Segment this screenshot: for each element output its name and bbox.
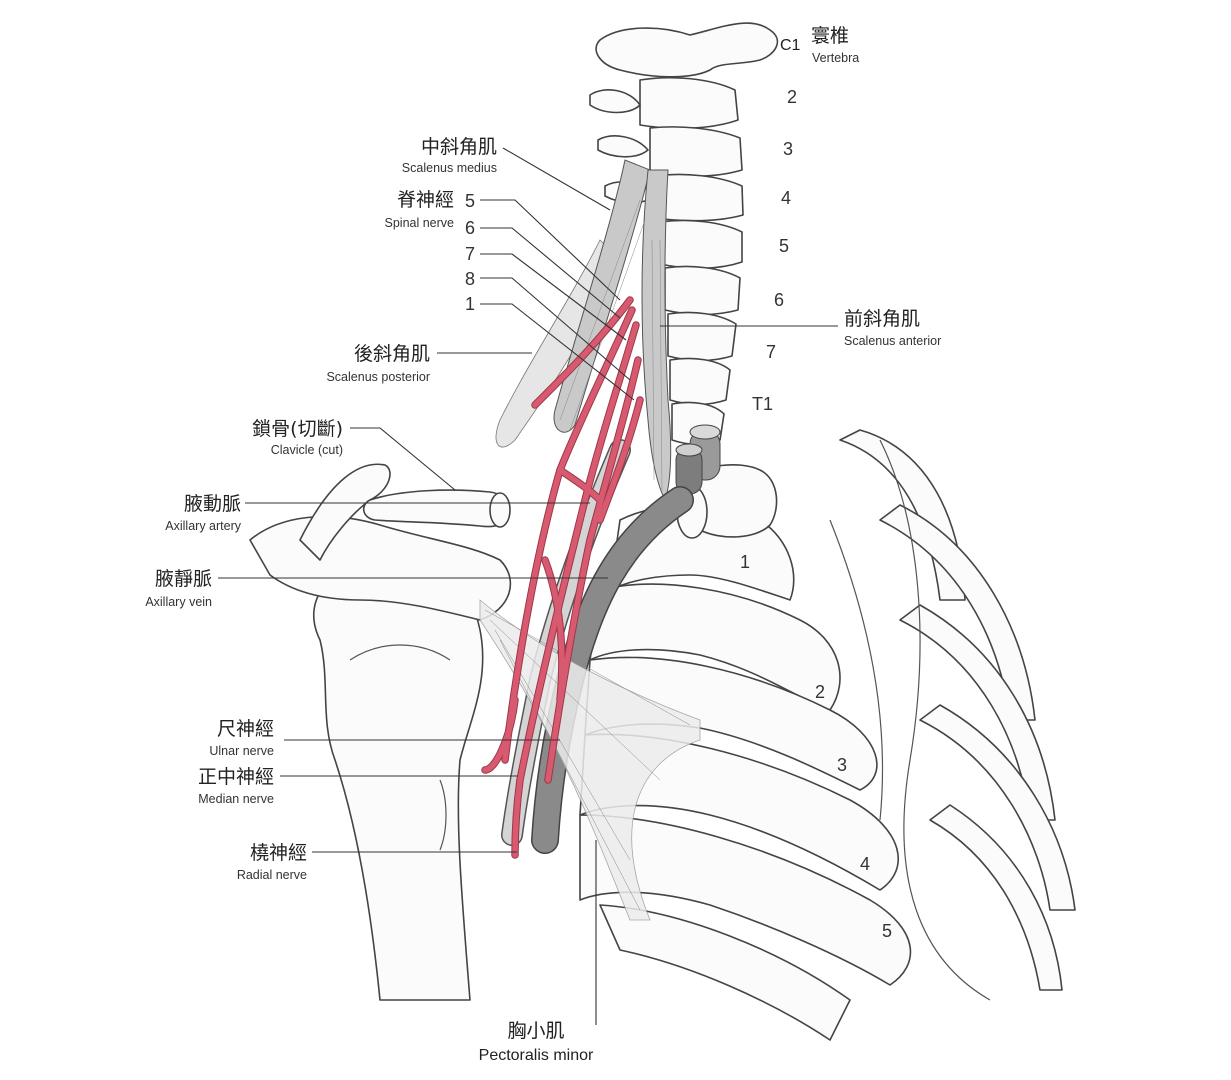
label-axillary-artery: 腋動脈 Axillary artery [165, 493, 241, 533]
label-median-nerve: 正中神經 Median nerve [198, 766, 274, 806]
vertebra-number: 4 [781, 188, 791, 208]
rib-numbers: 1 2 3 4 5 [740, 552, 892, 941]
cervical-spine [589, 22, 779, 446]
vertebra-number-c1: C1 [780, 37, 801, 54]
clavicle-zh: 鎖骨(切斷) [252, 418, 343, 440]
rib-number: 3 [837, 755, 847, 775]
ulnar-nerve-zh: 尺神經 [217, 718, 274, 740]
label-scalenus-medius: 中斜角肌 Scalenus medius [402, 136, 497, 175]
scalenus-medius-zh: 中斜角肌 [421, 136, 497, 158]
radial-nerve-en: Radial nerve [237, 868, 307, 882]
vertebra-number: 5 [779, 236, 789, 256]
rib-number: 2 [815, 682, 825, 702]
nerve-number: 8 [465, 269, 475, 289]
spinal-nerve-en: Spinal nerve [385, 216, 455, 230]
vertebra-number: 3 [783, 139, 793, 159]
vertebra-number: T1 [752, 394, 773, 414]
vertebra-numbers: 2 3 4 5 6 7 T1 [752, 87, 797, 414]
vertebra-number: 2 [787, 87, 797, 107]
rib-number: 1 [740, 552, 750, 572]
brachial-plexus [481, 296, 644, 859]
scalenus-medius-en: Scalenus medius [402, 161, 497, 175]
vertebra-label-zh: 寰椎 [811, 25, 849, 47]
pectoralis-minor-en: Pectoralis minor [479, 1047, 594, 1064]
pectoralis-minor [479, 599, 701, 921]
scapula [249, 463, 512, 621]
nerve-number: 7 [465, 244, 475, 264]
nerve-number: 1 [465, 294, 475, 314]
scalenus-posterior-zh: 後斜角肌 [354, 343, 430, 365]
label-clavicle: 鎖骨(切斷) Clavicle (cut) [252, 418, 343, 457]
vertebra-number: 7 [766, 342, 776, 362]
label-scalenus-anterior: 前斜角肌 Scalenus anterior [844, 308, 941, 348]
scalenus-anterior-en: Scalenus anterior [844, 334, 941, 348]
label-axillary-vein: 腋靜脈 Axillary vein [145, 568, 212, 609]
radial-nerve-zh: 橈神經 [250, 842, 307, 864]
label-spinal-nerve: 脊神經 Spinal nerve 5 6 7 8 1 [385, 189, 476, 314]
leader-lines [218, 147, 838, 1025]
vertebra-number: 6 [774, 290, 784, 310]
scalenus-anterior-zh: 前斜角肌 [844, 308, 920, 330]
scalenus-posterior-en: Scalenus posterior [326, 370, 430, 384]
clavicle-en: Clavicle (cut) [271, 443, 343, 457]
nerve-number: 5 [465, 191, 475, 211]
axillary-vein-zh: 腋靜脈 [155, 568, 212, 590]
rib-number: 5 [882, 921, 892, 941]
pectoralis-minor-zh: 胸小肌 [507, 1020, 564, 1042]
median-nerve-en: Median nerve [198, 792, 274, 806]
axillary-artery-zh: 腋動脈 [184, 493, 241, 515]
humerus [313, 558, 484, 1001]
label-vertebra: C1 寰椎 Vertebra [780, 25, 859, 65]
ulnar-nerve-en: Ulnar nerve [209, 744, 274, 758]
label-scalenus-posterior: 後斜角肌 Scalenus posterior [326, 343, 430, 384]
spinal-nerve-zh: 脊神經 [397, 189, 454, 211]
rib-number: 4 [860, 854, 870, 874]
nerve-number: 6 [465, 218, 475, 238]
axillary-vein-en: Axillary vein [145, 595, 212, 609]
label-pectoralis-minor: 胸小肌 Pectoralis minor [479, 1020, 594, 1064]
median-nerve-zh: 正中神經 [198, 766, 274, 788]
vertebra-label-en: Vertebra [812, 51, 859, 65]
scalene-muscles [495, 159, 672, 502]
axillary-artery-en: Axillary artery [165, 519, 241, 533]
label-radial-nerve: 橈神經 Radial nerve [237, 842, 307, 882]
label-ulnar-nerve: 尺神經 Ulnar nerve [209, 718, 274, 758]
